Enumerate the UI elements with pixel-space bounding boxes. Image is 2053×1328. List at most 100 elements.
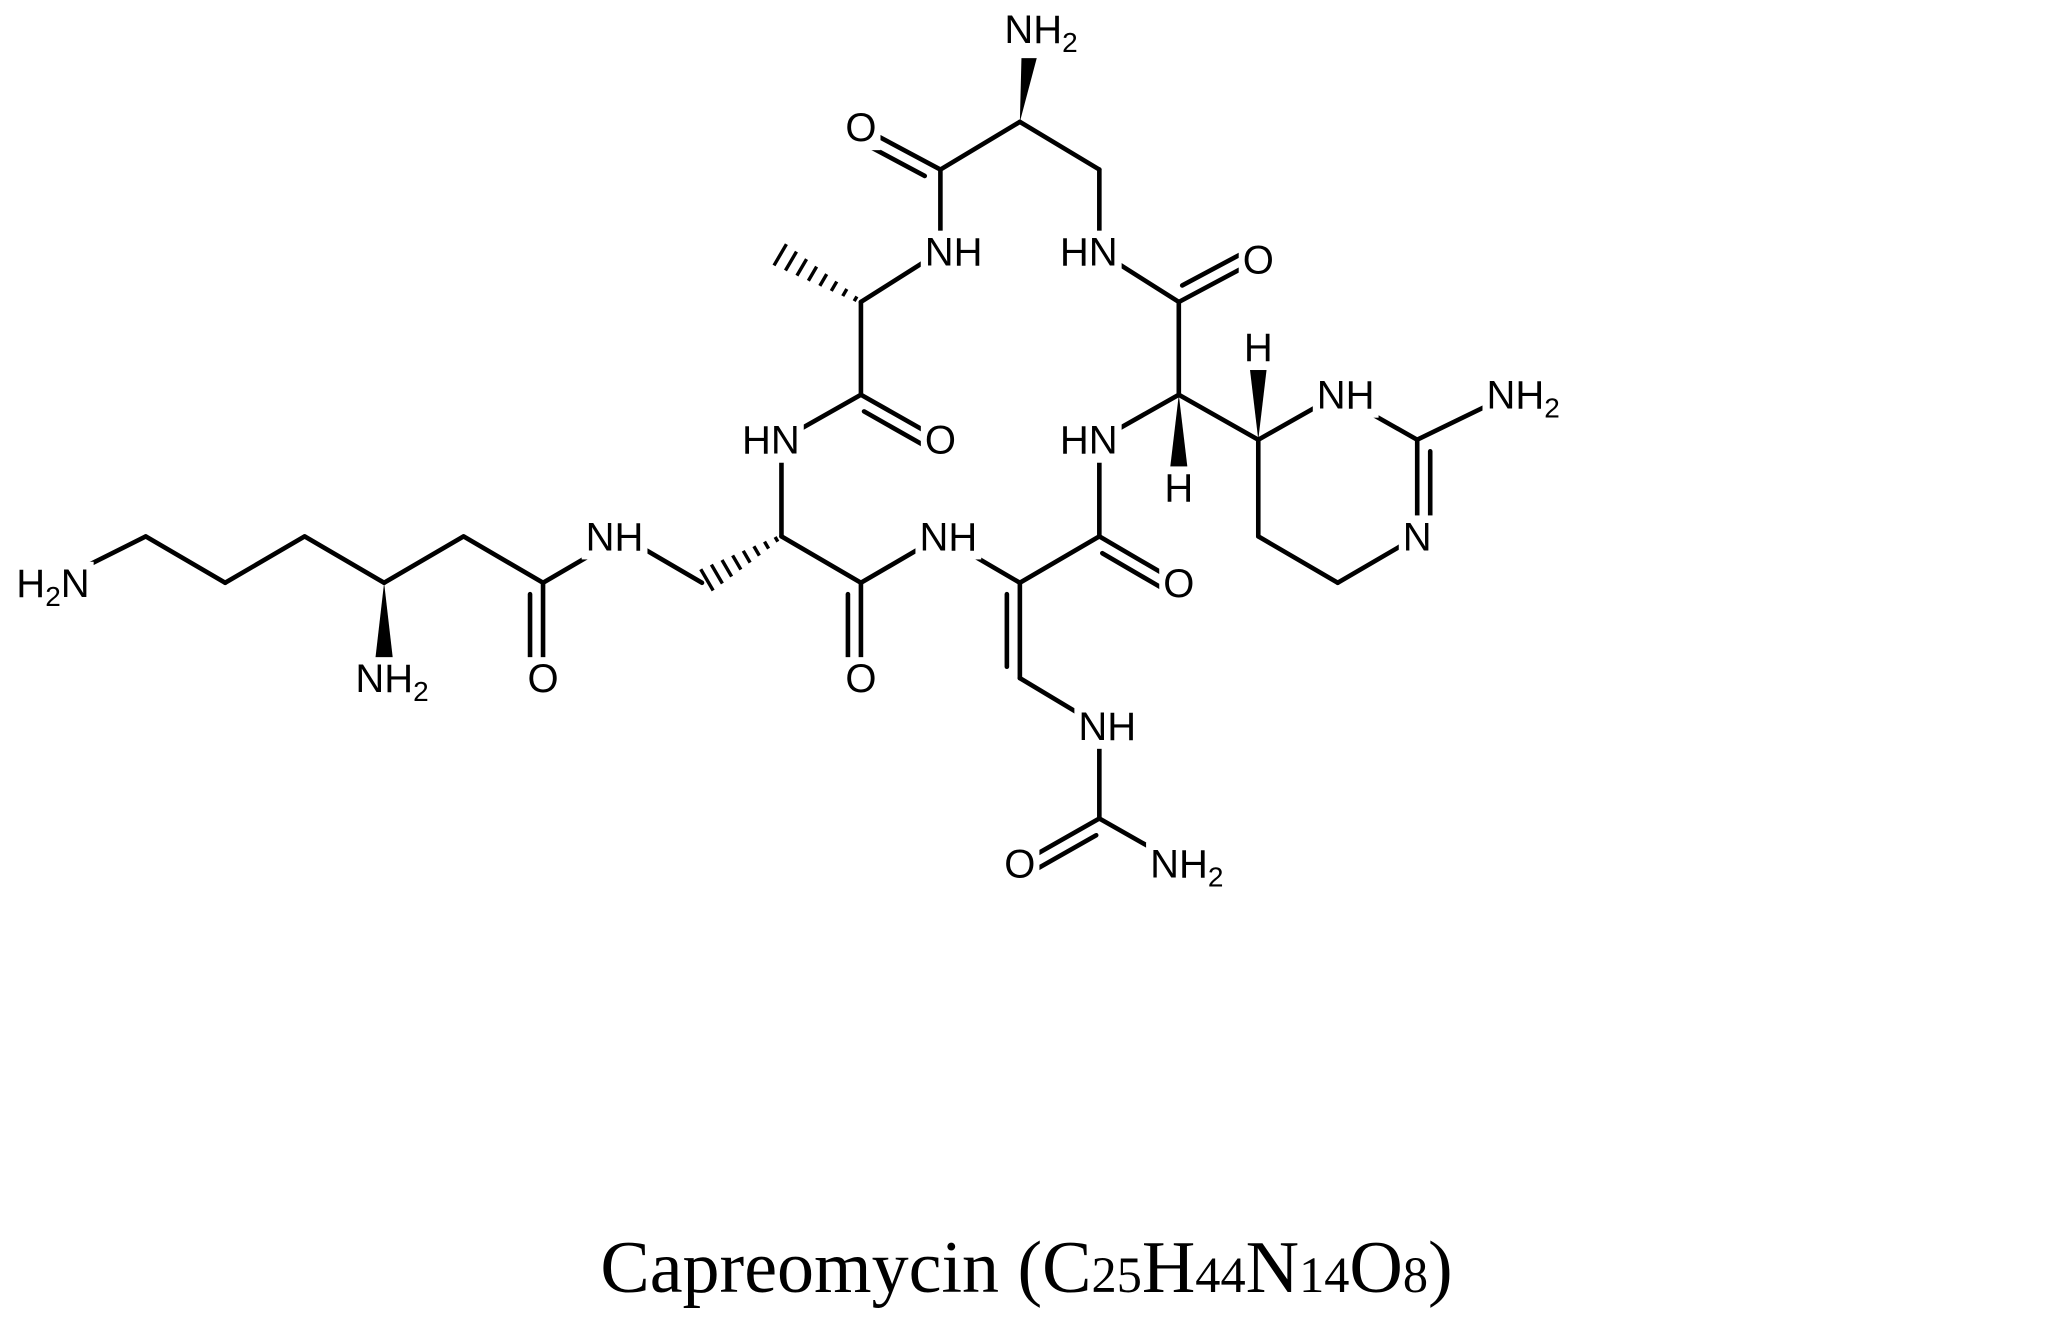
hash-stroke — [741, 549, 752, 564]
atom-h2n-terminal-text: H2N — [16, 562, 89, 612]
atom-o-top-text: O — [845, 106, 876, 150]
atom-h-up: H — [1239, 326, 1277, 371]
hash-stroke — [773, 536, 780, 543]
bond-ring-c5-c6 — [1255, 534, 1341, 586]
compound-caption: Capreomycin (C25H44N14O8) — [0, 1226, 2053, 1311]
label-backdrop — [1000, 842, 1040, 887]
formula-element: N — [1245, 1227, 1300, 1309]
hash-stroke — [818, 273, 829, 287]
hash-stroke — [795, 258, 809, 277]
atom-h-up-text: H — [1244, 326, 1273, 370]
atom-hn-d: HN — [1055, 418, 1122, 463]
atom-n-ring: N — [1398, 515, 1436, 560]
label-backdrop — [915, 515, 982, 560]
bond-c-alpha-carbonyl — [938, 119, 1023, 172]
atom-hn-b: HN — [737, 418, 804, 463]
bond-chain-1 — [302, 534, 387, 586]
atom-o-4: O — [1159, 561, 1199, 606]
atom-hn-e-text: HN — [1060, 231, 1118, 275]
atom-nh-a: NH — [920, 230, 987, 275]
atom-hn-b-text: HN — [742, 419, 800, 463]
bond-to-ring — [1176, 392, 1261, 443]
compound-name: Capreomycin — [600, 1227, 1000, 1309]
formula-count: 25 — [1091, 1247, 1142, 1303]
label-backdrop — [1312, 373, 1379, 418]
label-backdrop — [920, 230, 987, 275]
label-backdrop — [1074, 704, 1141, 749]
atom-nh2-beta-text: NH2 — [355, 657, 428, 707]
label-backdrop — [1159, 561, 1199, 606]
hash-stroke — [709, 563, 724, 585]
molecular-formula: C25H44N14O8 — [1042, 1227, 1428, 1309]
formula-count: 8 — [1402, 1247, 1428, 1303]
atom-o-3: O — [841, 657, 881, 702]
hash-stroke — [699, 568, 715, 592]
atom-nh-urea: NH — [1074, 704, 1141, 749]
label-backdrop — [841, 106, 881, 151]
bond-line — [1033, 832, 1099, 872]
hash-stroke — [752, 545, 761, 557]
atom-nh2-beta: NH2 — [351, 657, 433, 708]
label-backdrop — [1146, 842, 1228, 893]
bond-calpha-carbonyl-3 — [779, 534, 864, 586]
atom-hn-e: HN — [1055, 230, 1122, 275]
bond-line — [1100, 550, 1166, 591]
atom-nh2-urea-text: NH2 — [1150, 843, 1223, 893]
atom-h-down: H — [1160, 466, 1198, 511]
atom-nh-side-text: NH — [586, 515, 644, 559]
atom-nh2-urea: NH2 — [1146, 842, 1228, 893]
label-backdrop — [12, 561, 94, 612]
bond-line — [1179, 250, 1245, 288]
label-backdrop — [1398, 515, 1436, 560]
label-backdrop — [1482, 373, 1564, 424]
atom-o-2-text: O — [925, 419, 956, 463]
hash-stroke — [806, 265, 819, 282]
label-backdrop — [1055, 230, 1122, 275]
atom-o-2: O — [920, 418, 960, 463]
hash-stroke — [829, 280, 839, 292]
hash-stroke — [841, 288, 849, 297]
hash-stroke — [783, 250, 798, 272]
atom-o-5-text: O — [1243, 239, 1274, 283]
atom-nh-side: NH — [581, 515, 648, 560]
atom-o-urea-text: O — [1004, 843, 1035, 887]
atom-h2n-terminal: H2N — [12, 561, 94, 612]
bond-ch2-cbeta — [381, 534, 466, 586]
hash-stroke — [731, 554, 743, 571]
hashed-bond-methyl — [772, 243, 859, 303]
atom-hn-d-text: HN — [1060, 419, 1118, 463]
atom-h-down-text: H — [1164, 466, 1193, 510]
atom-n-ring-text: N — [1403, 515, 1432, 559]
hash-stroke — [720, 559, 734, 578]
formula-element: C — [1042, 1227, 1092, 1309]
bond-line — [861, 409, 927, 448]
hash-stroke — [772, 243, 788, 267]
atom-nh-ring-text: NH — [1317, 374, 1375, 418]
label-backdrop — [1000, 8, 1082, 59]
atom-nh2-top: NH2 — [1000, 8, 1082, 59]
atom-nh2-guanidine: NH2 — [1482, 373, 1564, 424]
label-backdrop — [1238, 238, 1278, 283]
atom-o-3-text: O — [845, 657, 876, 701]
formula-element: O — [1349, 1227, 1403, 1309]
formula-count: 14 — [1299, 1247, 1350, 1303]
wedge-bond-beta-amine — [373, 582, 396, 679]
hash-stroke — [763, 540, 771, 550]
wedge-bond-h-up — [1247, 347, 1270, 440]
atom-o-urea: O — [1000, 842, 1040, 887]
double-bond-vinyl — [1004, 580, 1023, 681]
bond-chain-3 — [143, 534, 228, 586]
atom-nh-c-text: NH — [919, 515, 977, 559]
atom-nh2-top-text: NH2 — [1004, 8, 1077, 58]
hash-stroke — [852, 295, 859, 303]
label-backdrop — [1239, 326, 1277, 371]
label-backdrop — [920, 418, 960, 463]
label-backdrop — [351, 657, 433, 708]
wedge-bond-h-down — [1167, 394, 1190, 488]
atom-o-top: O — [841, 106, 881, 151]
atom-nh-urea-text: NH — [1078, 705, 1136, 749]
caption-open-paren: ( — [999, 1227, 1043, 1309]
bond-ch2-calpha-top — [1017, 119, 1102, 172]
